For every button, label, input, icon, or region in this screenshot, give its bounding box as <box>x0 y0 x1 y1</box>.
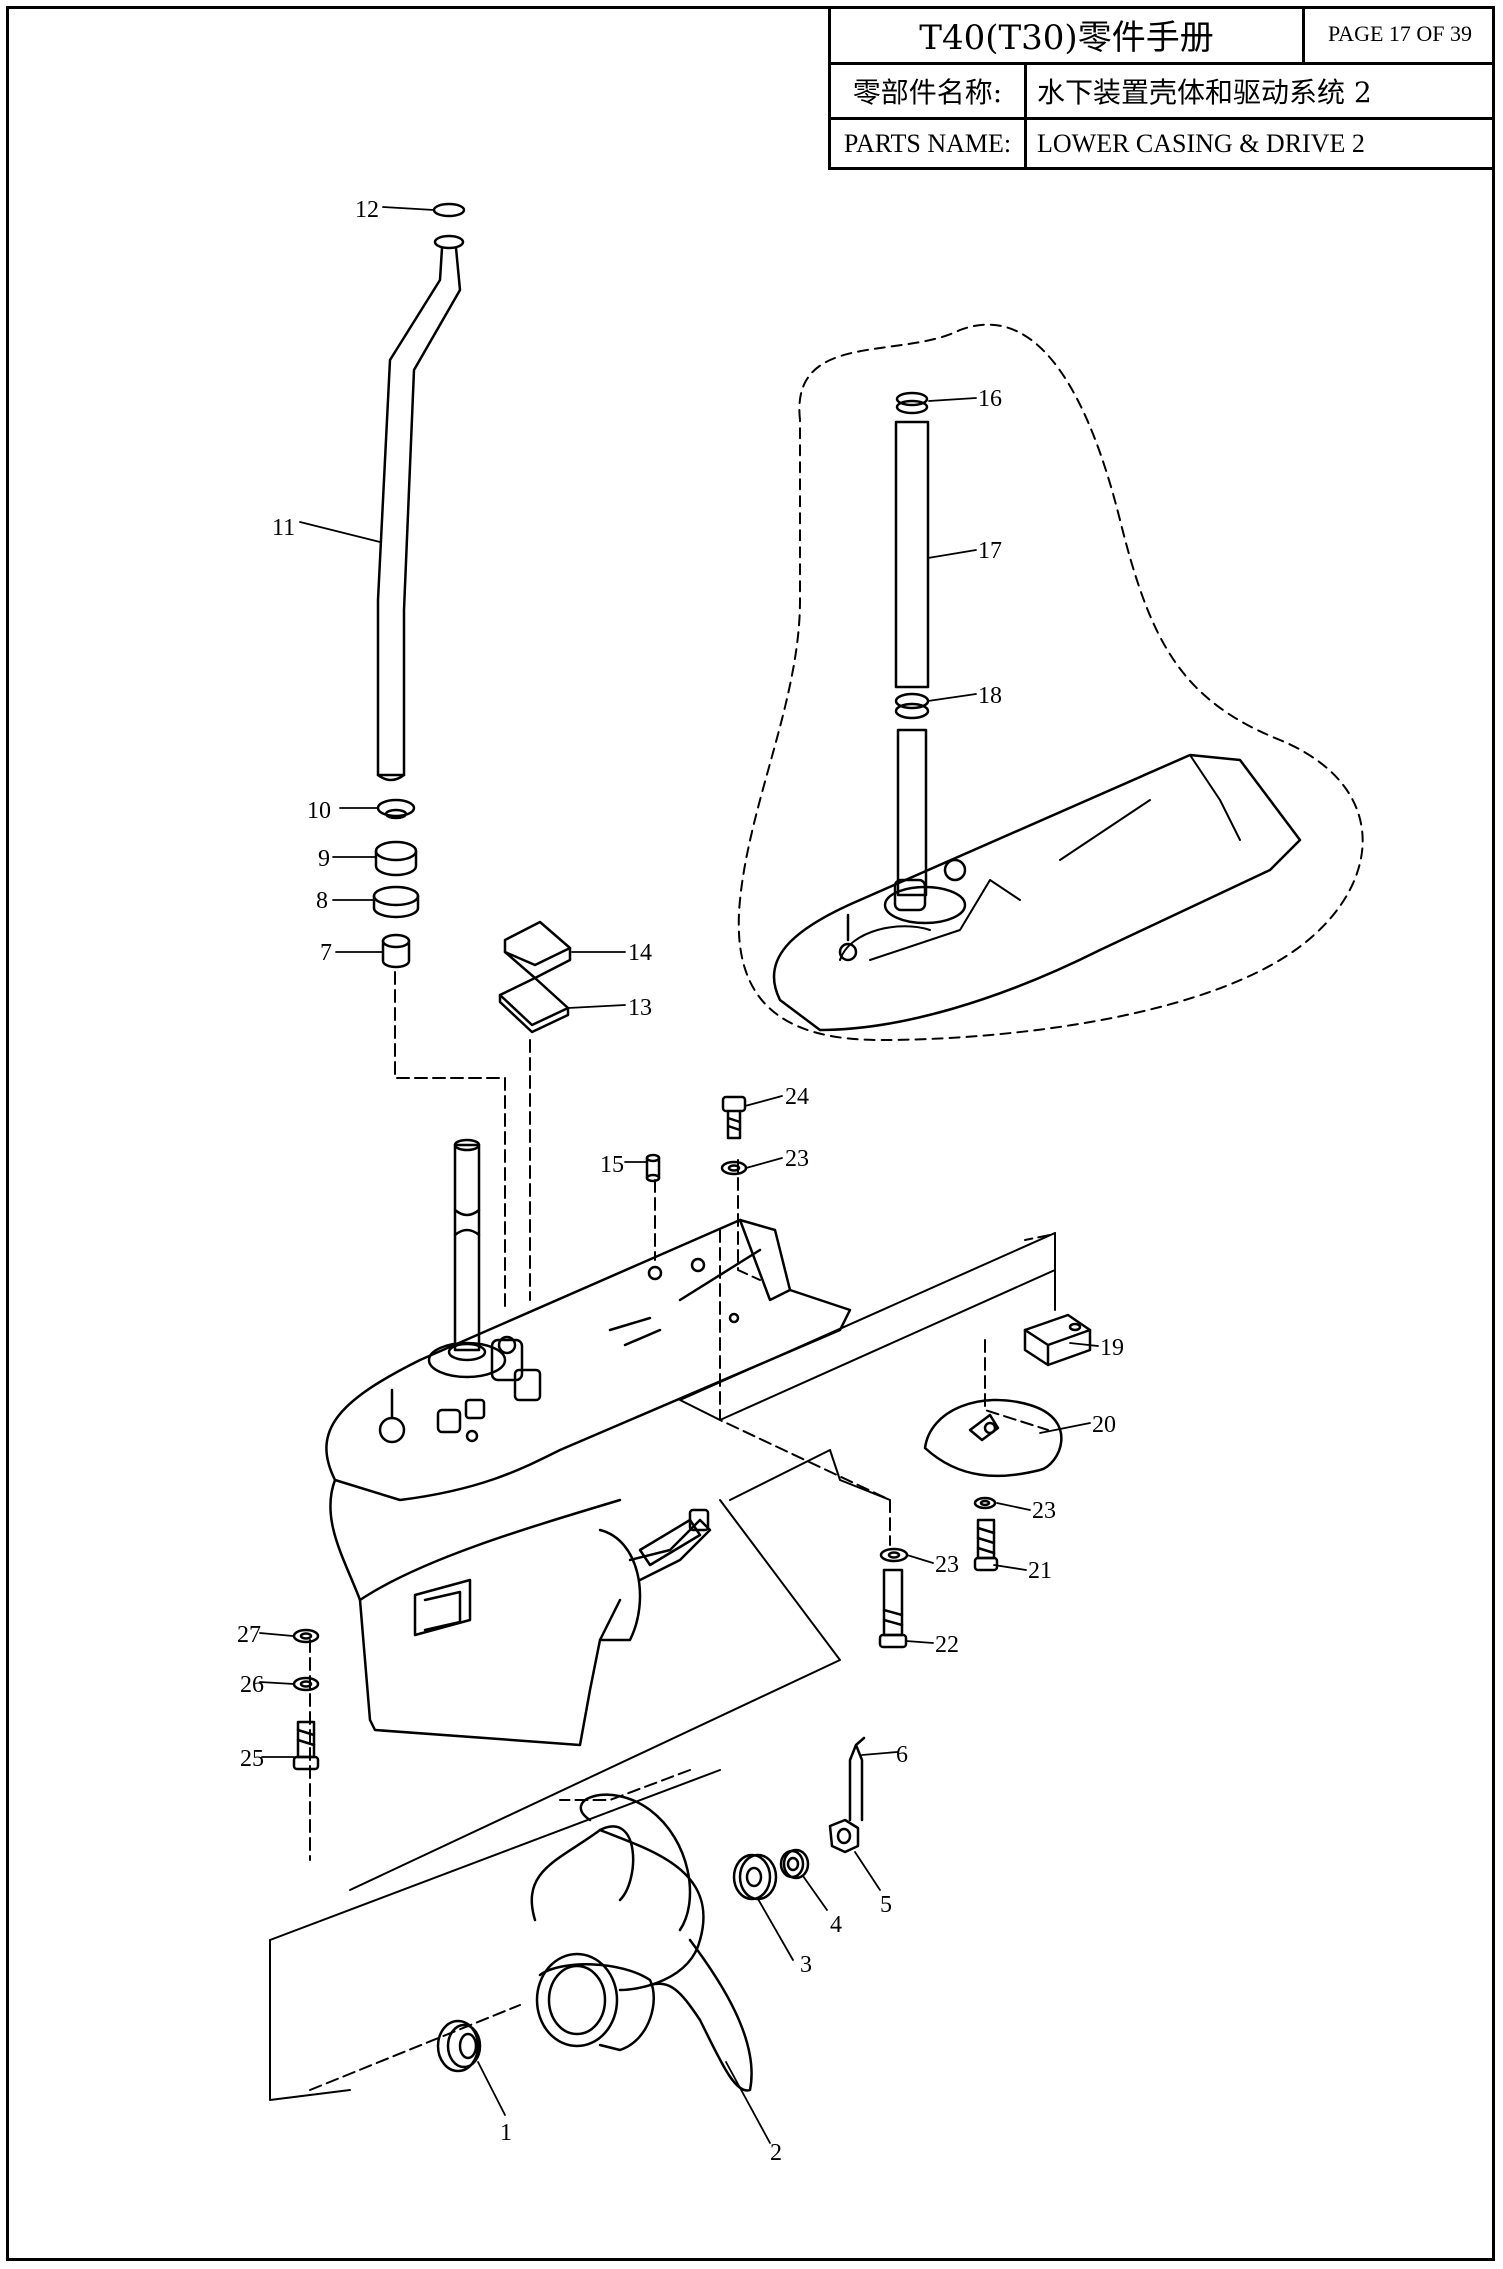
anode-block <box>1023 1313 1092 1367</box>
callout-10: 10 <box>307 798 331 824</box>
part-name-cn-label: 零部件名称: <box>831 65 1027 117</box>
drive-shaft <box>378 1138 542 1444</box>
callout-14: 14 <box>628 940 652 966</box>
callout-26: 26 <box>240 1672 264 1698</box>
inset-water-tube <box>894 391 930 897</box>
callout-1: 1 <box>500 2120 512 2146</box>
connector-lines <box>269 1232 1056 2101</box>
callout-2: 2 <box>770 2140 782 2166</box>
callout-8: 8 <box>316 888 328 914</box>
callout-13: 13 <box>628 995 652 1021</box>
inset-casing-detail <box>839 754 1241 961</box>
callout-9: 9 <box>318 846 330 872</box>
title-block: T40(T30)零件手册 PAGE 17 OF 39 零部件名称: 水下装置壳体… <box>828 6 1495 170</box>
propeller <box>530 1793 753 2092</box>
part-name-cn-row: 零部件名称: 水下装置壳体和驱动系统 2 <box>831 65 1495 120</box>
propeller-shaft <box>638 1508 710 1567</box>
callout-22: 22 <box>935 1632 959 1658</box>
part-name-en-value: LOWER CASING & DRIVE 2 <box>1037 128 1365 158</box>
water-tube-11 <box>376 202 466 782</box>
inset-pump-cover <box>838 858 967 962</box>
seal-stack-7-10 <box>372 798 420 969</box>
callout-23-lower: 23 <box>935 1552 959 1578</box>
page-number: PAGE 17 OF 39 <box>1327 21 1473 46</box>
callout-23-right: 23 <box>1032 1498 1056 1524</box>
manual-title: T40(T30)零件手册 <box>831 6 1305 62</box>
hardware-15-24-23 <box>645 1095 997 1563</box>
part-name-en-row: PARTS NAME: LOWER CASING & DRIVE 2 <box>831 120 1495 167</box>
callout-25: 25 <box>240 1746 264 1772</box>
callout-16: 16 <box>978 386 1002 412</box>
thrust-washer <box>436 2019 482 2073</box>
callout-21: 21 <box>1028 1558 1052 1584</box>
callout-5: 5 <box>880 1892 892 1918</box>
leader-lines <box>259 206 1099 2144</box>
callout-18: 18 <box>978 683 1002 709</box>
drawing-frame <box>6 6 1495 2261</box>
callout-15: 15 <box>600 1152 624 1178</box>
lower-casing <box>325 1218 852 1747</box>
callout-6: 6 <box>896 1742 908 1768</box>
callout-labels: 1 2 3 4 5 6 7 8 9 10 11 12 13 14 15 16 1… <box>237 197 1124 2166</box>
callout-24: 24 <box>785 1084 809 1110</box>
callout-11: 11 <box>272 515 295 541</box>
callout-17: 17 <box>978 538 1002 564</box>
callout-12: 12 <box>355 197 379 223</box>
callout-19: 19 <box>1100 1335 1124 1361</box>
inset-outline <box>737 323 1364 1041</box>
part-name-en-label: PARTS NAME: <box>831 120 1027 167</box>
callout-20: 20 <box>1092 1412 1116 1438</box>
callout-7: 7 <box>320 940 332 966</box>
callout-27: 27 <box>237 1622 261 1648</box>
callout-4: 4 <box>830 1912 842 1938</box>
hardware-25-27 <box>292 1628 320 1771</box>
prop-hardware-3-6 <box>732 1736 866 1901</box>
bolts-21-22 <box>878 1518 999 1649</box>
callout-23-upper: 23 <box>785 1146 809 1172</box>
title-row: T40(T30)零件手册 PAGE 17 OF 39 <box>831 6 1495 65</box>
inset-casing <box>772 753 1302 1032</box>
callout-3: 3 <box>800 1952 812 1978</box>
plates-13-14 <box>498 920 572 1034</box>
trim-plate <box>923 1398 1063 1478</box>
assembly-lines <box>309 971 1051 2091</box>
part-name-cn-value: 水下装置壳体和驱动系统 2 <box>1037 76 1372 109</box>
